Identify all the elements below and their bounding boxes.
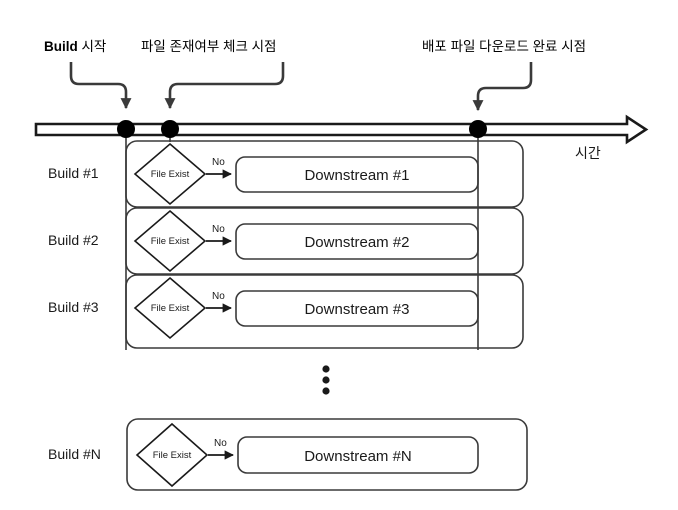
build-row-n-label: Build #N [48, 446, 101, 462]
ellipsis-dot-1 [322, 365, 330, 373]
build-row-1-container[interactable] [125, 140, 524, 208]
timeline-axis: 시간 [34, 114, 649, 161]
annotation-download-complete-label: 배포 파일 다운로드 완료 시점 [422, 39, 586, 54]
timeline-markers [117, 120, 487, 138]
build-row-3-decision-label: File Exist [151, 303, 190, 314]
build-row-2-label: Build #2 [48, 232, 99, 248]
build-row-2-decision-diamond[interactable] [133, 209, 207, 273]
build-row-n-downstream-label: Downstream #N [304, 448, 412, 465]
build-row-3-decision-diamond[interactable] [133, 276, 207, 340]
timeline-arrow-shape [34, 114, 649, 145]
build-row-1-decision-label: File Exist [151, 169, 190, 180]
build-row-3-label: Build #3 [48, 299, 99, 315]
build-row-1-downstream-box[interactable] [235, 156, 479, 193]
annotation-build-start: Build 시작 [44, 39, 132, 110]
build-row-2[interactable]: Build #2 File Exist No Downstream #2 [48, 207, 524, 275]
build-row-n-decision-label: File Exist [153, 450, 192, 461]
build-row-3-edge-label: No [212, 291, 225, 302]
build-row-n-decision-diamond[interactable] [135, 422, 209, 488]
build-row-1-downstream-label: Downstream #1 [304, 167, 409, 184]
timeline-marker-build-start[interactable] [117, 120, 135, 138]
build-row-1-decision-diamond[interactable] [133, 142, 207, 206]
svg-text:Build 시작: Build 시작 [44, 39, 106, 54]
timeline-marker-file-check[interactable] [161, 120, 179, 138]
build-row-n-container[interactable] [126, 418, 528, 491]
ellipsis-dot-3 [322, 387, 330, 395]
build-row-2-decision-label: File Exist [151, 236, 190, 247]
build-row-2-edge-label: No [212, 224, 225, 235]
annotation-file-check: 파일 존재여부 체크 시점 [141, 39, 285, 110]
build-row-n[interactable]: Build #N File Exist No Downstream #N [48, 418, 528, 491]
build-row-3-container[interactable] [125, 274, 524, 349]
annotation-build-start-suffix: 시작 [78, 39, 107, 54]
build-row-1-label: Build #1 [48, 165, 99, 181]
annotation-file-check-label: 파일 존재여부 체크 시점 [141, 39, 276, 54]
build-row-3-downstream-box[interactable] [235, 290, 479, 327]
build-row-1[interactable]: Build #1 File Exist No Downstream #1 [48, 140, 524, 208]
build-row-2-container[interactable] [125, 207, 524, 275]
build-row-2-downstream-label: Downstream #2 [304, 234, 409, 251]
annotation-download-complete: 배포 파일 다운로드 완료 시점 [422, 39, 586, 112]
build-row-3-downstream-label: Downstream #3 [304, 301, 409, 318]
build-row-2-downstream-box[interactable] [235, 223, 479, 260]
leader-line-download-complete [472, 62, 533, 112]
leader-line-build-start [69, 62, 132, 110]
build-row-n-downstream-box[interactable] [237, 436, 479, 474]
build-row-n-edge-label: No [214, 438, 227, 449]
leader-line-file-check [164, 62, 285, 110]
timeline-axis-label: 시간 [575, 145, 601, 161]
annotation-build-start-bold: Build [44, 39, 78, 54]
vertical-ellipsis [322, 365, 330, 395]
build-row-3[interactable]: Build #3 File Exist No Downstream #3 [48, 274, 524, 349]
ellipsis-dot-2 [322, 376, 330, 384]
timeline-marker-download-complete[interactable] [469, 120, 487, 138]
build-row-1-edge-label: No [212, 157, 225, 168]
